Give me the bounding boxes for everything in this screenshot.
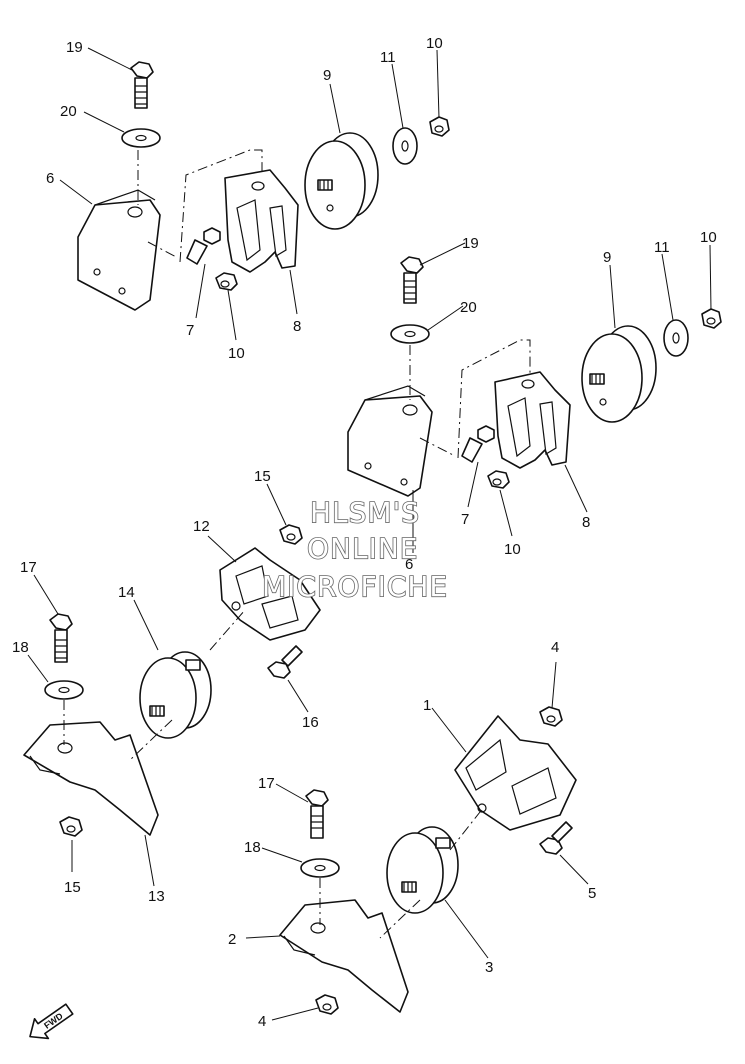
callout-2: 2 <box>228 931 236 948</box>
fwd-arrow-icon: FWD <box>29 1003 74 1040</box>
callout-18: 18 <box>12 639 29 656</box>
leader-lines <box>27 47 712 1021</box>
nut-10-top-left-lower <box>215 272 238 291</box>
bracket-8-top-right <box>494 371 571 469</box>
assembly-bottom-right <box>279 706 577 1015</box>
callout-8: 8 <box>582 514 590 531</box>
nut-10-top-right-lower <box>487 470 510 489</box>
bracket-6-top-right <box>347 385 433 497</box>
callout-10: 10 <box>504 541 521 558</box>
callout-10: 10 <box>700 229 717 246</box>
watermark-line-3: MICROFICHE <box>262 570 448 603</box>
callout-13: 13 <box>148 888 165 905</box>
bolt-7-top-right <box>461 425 495 463</box>
washer-20-top-right <box>390 324 430 344</box>
callout-15: 15 <box>254 468 271 485</box>
callout-1: 1 <box>423 697 431 714</box>
callout-4: 4 <box>551 639 559 656</box>
assembly-top-left <box>77 61 450 311</box>
callout-18: 18 <box>244 839 261 856</box>
nut-10-top-left-upper <box>429 116 450 137</box>
bolt-7-top-left <box>186 227 221 265</box>
assembly-middle-left <box>23 524 321 837</box>
callout-numbers: 19 20 6 9 11 10 7 10 8 19 20 9 11 10 7 1… <box>12 35 717 1030</box>
bolt-19-top-left <box>130 61 154 109</box>
watermark: HLSM'S ONLINE MICROFICHE <box>261 495 448 604</box>
bracket-6-top-left <box>77 189 161 311</box>
mount-9-top-left <box>304 132 379 230</box>
washer-18-right <box>300 858 340 878</box>
nut-10-top-right-upper <box>701 308 722 329</box>
washer-11-top-right <box>663 319 689 357</box>
callout-6: 6 <box>46 170 54 187</box>
nut-15-lower <box>59 816 83 837</box>
callout-15: 15 <box>64 879 81 896</box>
bracket-12 <box>219 547 321 641</box>
nut-4-lower <box>315 994 339 1015</box>
callout-5: 5 <box>588 885 596 902</box>
callout-9: 9 <box>323 67 331 84</box>
bolt-16 <box>267 645 303 679</box>
watermark-line-2: ONLINE <box>307 532 418 565</box>
callout-7: 7 <box>186 322 194 339</box>
callout-11: 11 <box>380 49 396 66</box>
washer-20-top-left <box>121 128 161 148</box>
callout-12: 12 <box>193 518 210 535</box>
washer-11-top-left <box>392 127 418 165</box>
callout-17: 17 <box>20 559 37 576</box>
callout-10: 10 <box>228 345 245 362</box>
callout-14: 14 <box>118 584 135 601</box>
washer-18-left <box>44 680 84 700</box>
callout-16: 16 <box>302 714 319 731</box>
callout-8: 8 <box>293 318 301 335</box>
bracket-1 <box>454 715 577 831</box>
mount-3 <box>386 826 459 914</box>
callout-9: 9 <box>603 249 611 266</box>
bolt-19-top-right <box>400 256 424 304</box>
callout-11: 11 <box>654 239 670 256</box>
nut-4-upper <box>539 706 563 727</box>
watermark-line-1: HLSM'S <box>310 496 420 529</box>
callout-19: 19 <box>462 235 479 252</box>
bolt-17-right <box>305 789 329 839</box>
bolt-17-left <box>49 613 73 663</box>
callout-4: 4 <box>258 1013 266 1030</box>
callout-3: 3 <box>485 959 493 976</box>
callout-20: 20 <box>60 103 77 120</box>
bracket-8-top-left <box>224 169 299 273</box>
callout-20: 20 <box>460 299 477 316</box>
bracket-13 <box>23 721 159 836</box>
callout-19: 19 <box>66 39 83 56</box>
callout-7: 7 <box>461 511 469 528</box>
callout-17: 17 <box>258 775 275 792</box>
nut-15-upper <box>279 524 303 545</box>
assembly-top-right <box>347 256 722 497</box>
mount-9-top-right <box>581 325 657 423</box>
callout-10: 10 <box>426 35 443 52</box>
mount-14 <box>139 651 212 739</box>
bolt-5 <box>539 821 573 855</box>
bracket-2 <box>279 899 409 1013</box>
callout-6: 6 <box>405 556 413 573</box>
